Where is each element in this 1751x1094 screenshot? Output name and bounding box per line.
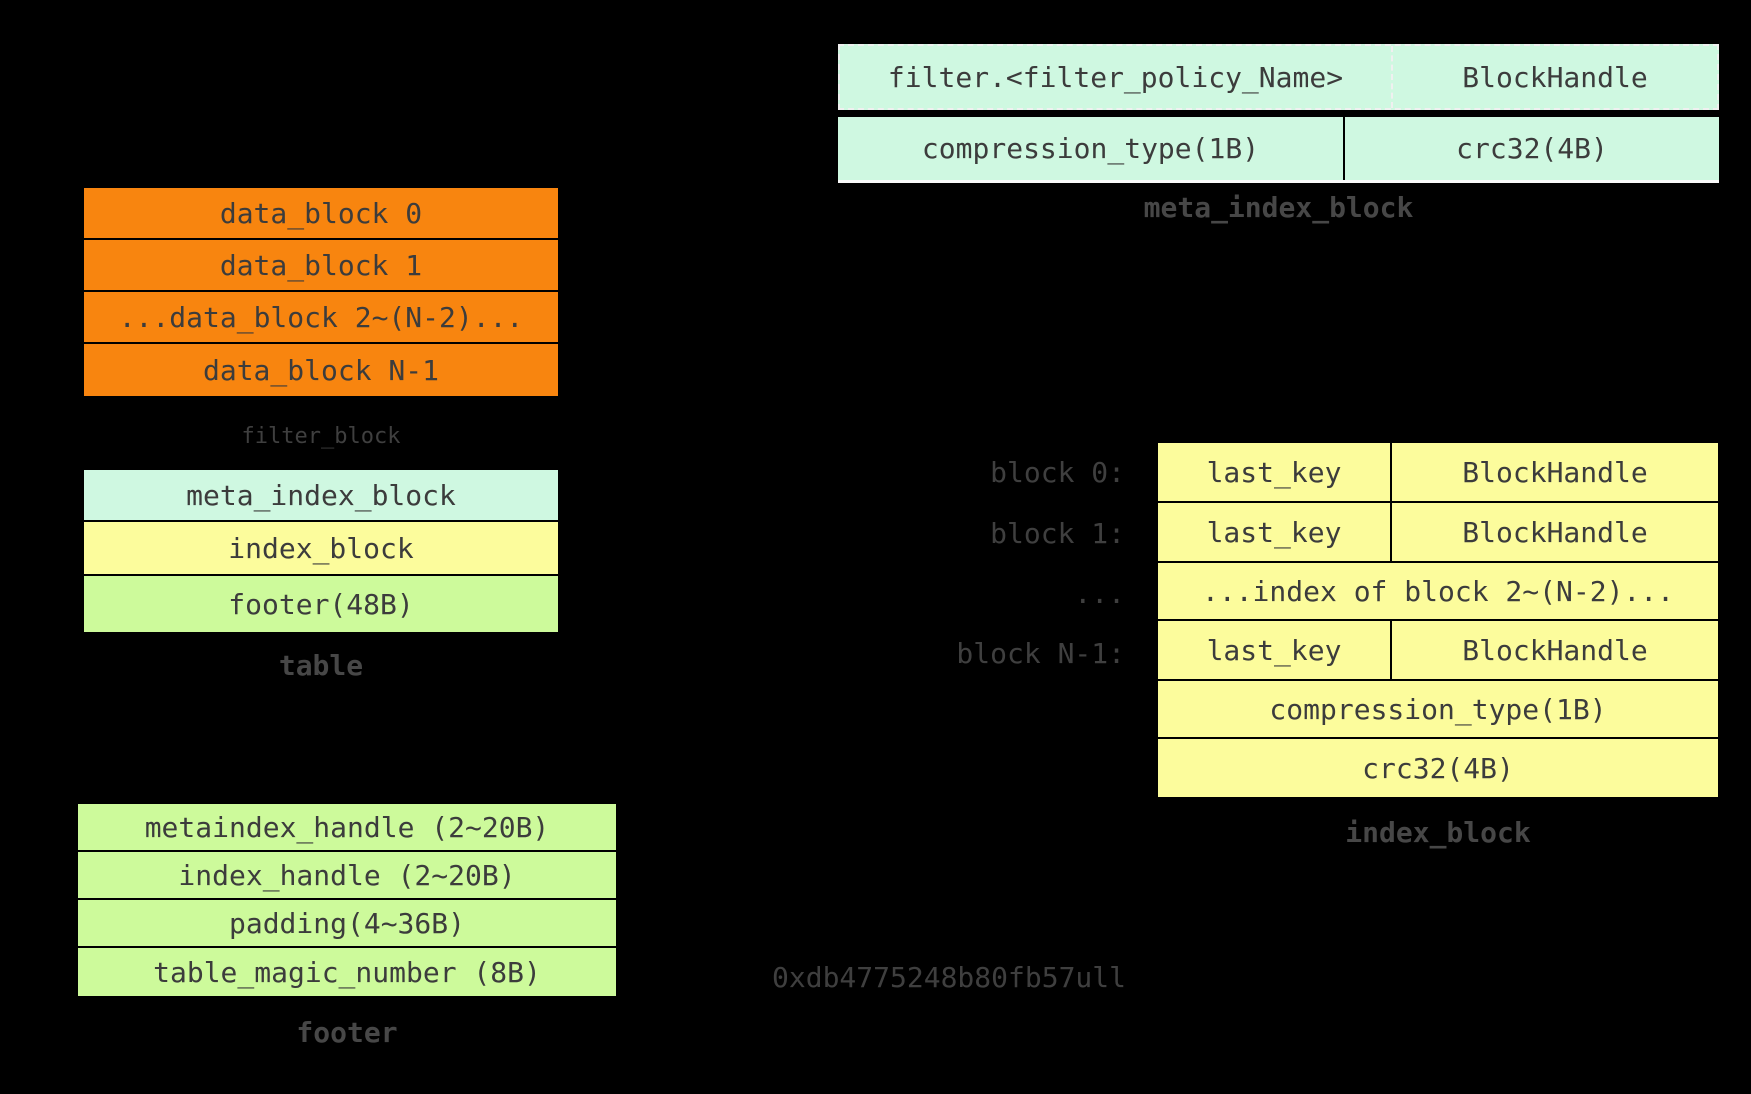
filter-policy-name-cell: filter.<filter_policy_Name> — [887, 60, 1344, 94]
table-footer-cell: footer(48B) — [84, 576, 558, 632]
footer-metaindex-handle-cell: metaindex_handle (2~20B) — [78, 804, 616, 852]
data-block-n1-cell: data_block N-1 — [84, 344, 558, 396]
index-row-label-ellipsis: ... — [1074, 576, 1125, 610]
data-blocks-stack: data_block 0 data_block 1 ...data_block … — [84, 188, 558, 396]
meta-compression-type-cell: compression_type(1B) — [921, 132, 1260, 165]
index-row-label-block1: block 1: — [990, 516, 1125, 550]
table-index-block-cell: index_block — [84, 522, 558, 576]
index-row-label-blockn1: block N-1: — [956, 636, 1125, 670]
index-entry-row-n1: last_key BlockHandle — [1158, 621, 1718, 681]
footer-caption: footer — [296, 1016, 398, 1049]
meta-index-filter-row: filter.<filter_policy_Name> BlockHandle — [838, 44, 1719, 110]
index-blockhandle-cell-0: BlockHandle — [1390, 443, 1718, 501]
table-caption: table — [278, 649, 364, 682]
table-magic-number-value: 0xdb4775248b80fb57ull — [772, 961, 1127, 994]
table-meta-index-block-cell: meta_index_block — [84, 470, 558, 522]
index-last-key-cell-n1: last_key — [1206, 633, 1342, 667]
data-block-middle-cell: ...data_block 2~(N-2)... — [84, 292, 558, 344]
data-block-1-cell: data_block 1 — [84, 240, 558, 292]
meta-index-block-caption: meta_index_block — [1143, 191, 1414, 224]
index-last-key-cell-1: last_key — [1206, 515, 1342, 549]
data-block-0-cell: data_block 0 — [84, 188, 558, 240]
footer-index-handle-cell: index_handle (2~20B) — [78, 852, 616, 900]
footer-padding-cell: padding(4~36B) — [78, 900, 616, 948]
index-row-label-block0: block 0: — [990, 455, 1125, 489]
table-tail-stack: meta_index_block index_block footer(48B) — [84, 470, 558, 632]
filter-blockhandle-cell: BlockHandle — [1391, 46, 1717, 108]
index-entry-row-1: last_key BlockHandle — [1158, 503, 1718, 563]
index-block-caption: index_block — [1345, 816, 1531, 849]
meta-index-trailer-row: compression_type(1B) crc32(4B) — [838, 117, 1719, 183]
filter-block-label: filter_block — [241, 424, 401, 449]
index-entry-row-0: last_key BlockHandle — [1158, 443, 1718, 503]
index-blockhandle-cell-1: BlockHandle — [1390, 503, 1718, 561]
meta-crc32-cell: crc32(4B) — [1343, 117, 1719, 180]
footer-table: metaindex_handle (2~20B) index_handle (2… — [78, 804, 616, 996]
index-blockhandle-cell-n1: BlockHandle — [1390, 621, 1718, 679]
index-last-key-cell-0: last_key — [1206, 455, 1342, 489]
index-crc32-cell: crc32(4B) — [1158, 739, 1718, 797]
index-block-table: last_key BlockHandle last_key BlockHandl… — [1158, 443, 1718, 797]
index-compression-type-cell: compression_type(1B) — [1158, 681, 1718, 739]
footer-magic-number-cell: table_magic_number (8B) — [78, 948, 616, 996]
index-ellipsis-row: ...index of block 2~(N-2)... — [1158, 563, 1718, 621]
